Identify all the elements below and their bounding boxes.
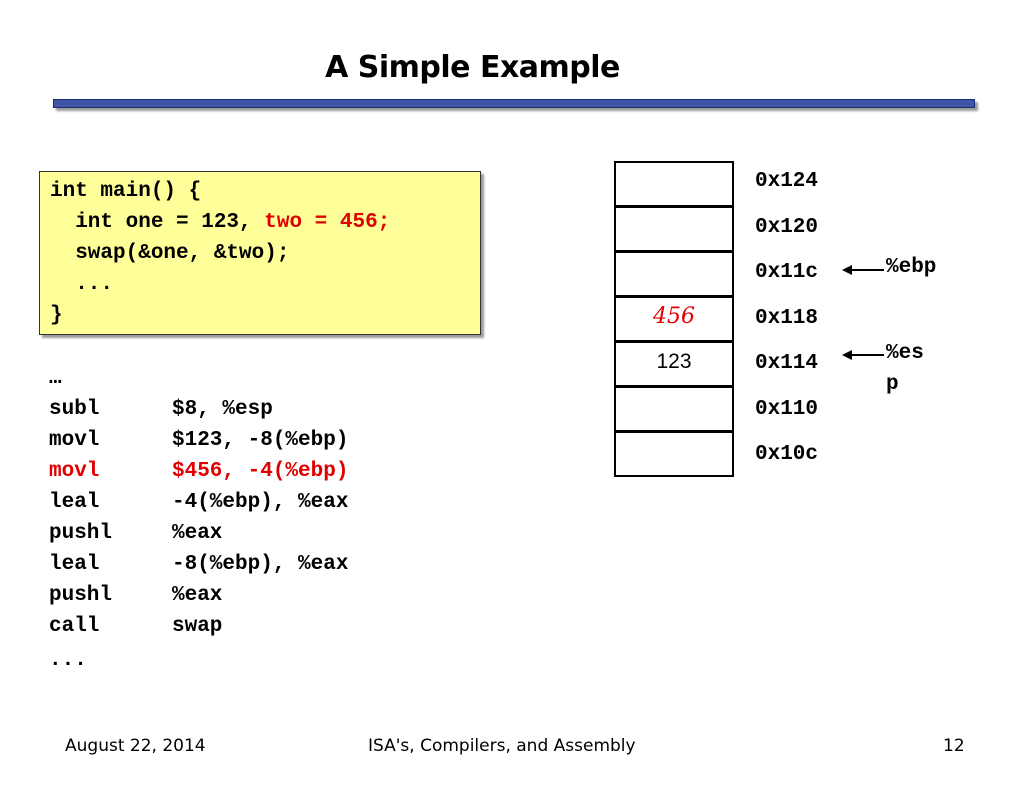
stack-address-label: 0x124	[755, 170, 819, 193]
title-divider	[53, 99, 975, 108]
stack-address-label: 0x10c	[755, 443, 819, 466]
asm-opcode: movl	[49, 429, 100, 452]
asm-row: subl $8, %esp	[49, 394, 273, 425]
asm-opcode: call	[49, 615, 100, 638]
ebp-arrow	[842, 265, 884, 275]
stack-cell	[614, 251, 734, 297]
asm-operands: -4(%ebp), %eax	[172, 491, 349, 514]
asm-row: movl $456, -4(%ebp)	[49, 456, 348, 487]
pointer-arrows	[842, 265, 884, 360]
stack-cell: 456	[614, 296, 734, 342]
asm-operands: $8, %esp	[172, 398, 273, 421]
stack-cell	[614, 161, 734, 207]
stack-cell: 123	[614, 341, 734, 387]
asm-operands: $456, -4(%ebp)	[172, 460, 349, 483]
stack-cell	[614, 206, 734, 252]
asm-opcode: leal	[49, 491, 100, 514]
stack-address-label: 0x118	[755, 306, 819, 330]
esp-arrow	[842, 350, 884, 360]
asm-opcode: pushl	[49, 522, 113, 545]
asm-operands: $123, -8(%ebp)	[172, 429, 349, 452]
stack-cell	[614, 431, 734, 477]
asm-row: call swap	[49, 611, 222, 642]
esp-label-line2: p	[886, 373, 899, 396]
asm-opcode: movl	[49, 460, 100, 483]
ebp-label: %ebp	[886, 256, 937, 279]
stack-address-label: 0x120	[755, 215, 819, 239]
c-code-box: int main() { int one = 123, two = 456; s…	[39, 171, 481, 335]
code-line-5: }	[50, 304, 63, 327]
asm-ellipsis-bottom: ...	[49, 649, 87, 672]
code-line-1: int main() {	[50, 180, 202, 203]
code-line-2-text: int one = 123,	[50, 211, 265, 234]
stack-address-label: 0x11c	[755, 261, 819, 284]
stack-cell	[614, 386, 734, 432]
stack-address-label: 0x114	[755, 352, 819, 375]
footer-date: August 22, 2014	[65, 736, 206, 756]
asm-row: pushl %eax	[49, 518, 222, 549]
asm-operands: swap	[172, 615, 223, 638]
slide-title: A Simple Example	[325, 50, 620, 85]
asm-ellipsis-top: …	[49, 367, 62, 390]
asm-opcode: leal	[49, 553, 100, 576]
asm-row: leal -8(%ebp), %eax	[49, 549, 348, 580]
asm-operands: -8(%ebp), %eax	[172, 553, 349, 576]
stack-cell-value: 123	[656, 350, 692, 373]
stack-address-label: 0x110	[755, 397, 819, 421]
code-line-3: swap(&one, &two);	[50, 242, 290, 265]
code-line-4: ...	[50, 273, 114, 296]
code-line-2: int one = 123, two = 456;	[50, 207, 390, 238]
asm-operands: %eax	[172, 522, 223, 545]
asm-row: movl $123, -8(%ebp)	[49, 425, 348, 456]
footer-page-number: 12	[943, 736, 965, 756]
asm-opcode: subl	[49, 398, 100, 421]
asm-operands: %eax	[172, 584, 223, 607]
asm-opcode: pushl	[49, 584, 113, 607]
asm-row: pushl %eax	[49, 580, 222, 611]
stack-cell-value: 456	[653, 304, 695, 329]
asm-row: leal -4(%ebp), %eax	[49, 487, 348, 518]
code-line-2-highlight: two = 456;	[264, 211, 391, 234]
footer-course-title: ISA's, Compilers, and Assembly	[368, 736, 636, 756]
esp-label-line1: %es	[886, 342, 924, 365]
